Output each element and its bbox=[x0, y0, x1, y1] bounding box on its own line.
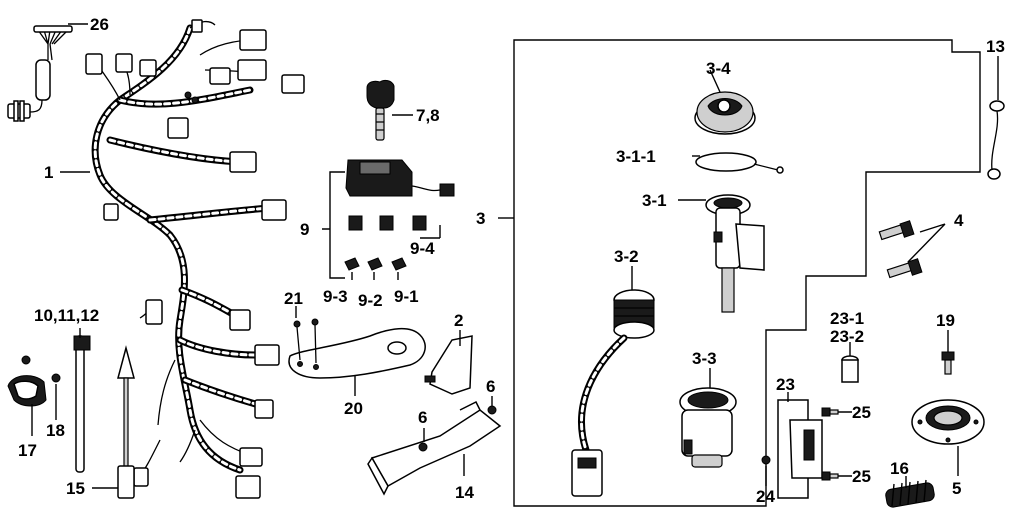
label-10-11-12: 10,11,12 bbox=[34, 306, 99, 325]
label-9: 9 bbox=[300, 220, 309, 239]
helmet-lock-3-3 bbox=[679, 387, 737, 468]
bracket-14 bbox=[367, 400, 502, 496]
bracket-plate bbox=[288, 318, 426, 379]
label-3-1-1: 3-1-1 bbox=[616, 147, 656, 166]
clip-15 bbox=[117, 345, 135, 499]
cylinder-23-1 bbox=[841, 355, 859, 383]
grounding-wire-13 bbox=[987, 100, 1005, 180]
callout-labels: 26 1 7,8 9 9-4 9-3 9-2 9-1 21 2 20 6 6 1… bbox=[18, 15, 1005, 506]
bolt-25a bbox=[821, 407, 839, 417]
label-20: 20 bbox=[344, 399, 363, 418]
key bbox=[366, 79, 395, 141]
clamp-17 bbox=[7, 355, 61, 407]
bolts-4 bbox=[878, 220, 923, 279]
label-5: 5 bbox=[952, 479, 961, 498]
label-3: 3 bbox=[476, 209, 485, 228]
label-3-4: 3-4 bbox=[706, 59, 731, 78]
ignition-set-boundary bbox=[513, 39, 981, 507]
fuel-cap-base-5 bbox=[911, 399, 985, 445]
bracket-2 bbox=[424, 335, 473, 395]
wire-harness bbox=[85, 19, 305, 499]
washer-3-1-1 bbox=[695, 152, 784, 174]
label-15: 15 bbox=[66, 479, 85, 498]
label-6a: 6 bbox=[418, 408, 427, 427]
label-1: 1 bbox=[44, 163, 53, 182]
label-25b: 25 bbox=[852, 467, 871, 486]
cap-cover-3-4 bbox=[694, 91, 756, 135]
label-6b: 6 bbox=[486, 377, 495, 396]
label-25a: 25 bbox=[852, 403, 871, 422]
label-23: 23 bbox=[776, 375, 795, 394]
lock-bracket-23 bbox=[777, 399, 823, 499]
label-7-8: 7,8 bbox=[416, 106, 440, 125]
label-3-3: 3-3 bbox=[692, 349, 717, 368]
label-14: 14 bbox=[455, 483, 474, 502]
ignition-lock-3-1 bbox=[705, 194, 765, 313]
cable-tie bbox=[73, 335, 91, 473]
bolt-25b bbox=[821, 471, 839, 481]
label-19: 19 bbox=[936, 311, 955, 330]
bolt-19 bbox=[941, 351, 955, 375]
label-21: 21 bbox=[284, 289, 303, 308]
label-3-1: 3-1 bbox=[642, 191, 667, 210]
label-18: 18 bbox=[46, 421, 65, 440]
seat-lock-cable-3-2 bbox=[571, 289, 655, 497]
nut-24 bbox=[761, 455, 771, 465]
label-9-1: 9-1 bbox=[394, 287, 419, 306]
leader-lines bbox=[31, 23, 999, 489]
sub-harness-26 bbox=[7, 25, 73, 122]
label-16: 16 bbox=[890, 459, 909, 478]
relay-assembly bbox=[344, 159, 455, 271]
label-4: 4 bbox=[954, 211, 964, 230]
label-17: 17 bbox=[18, 441, 37, 460]
label-3-2: 3-2 bbox=[614, 247, 639, 266]
label-9-2: 9-2 bbox=[358, 291, 383, 310]
label-24: 24 bbox=[756, 487, 775, 506]
label-26: 26 bbox=[90, 15, 109, 34]
label-13: 13 bbox=[986, 37, 1005, 56]
label-23-1: 23-1 bbox=[830, 309, 864, 328]
label-9-4: 9-4 bbox=[410, 239, 435, 258]
label-2: 2 bbox=[454, 311, 463, 330]
grip-16 bbox=[885, 479, 935, 508]
label-23-2: 23-2 bbox=[830, 327, 864, 346]
label-9-3: 9-3 bbox=[323, 287, 348, 306]
